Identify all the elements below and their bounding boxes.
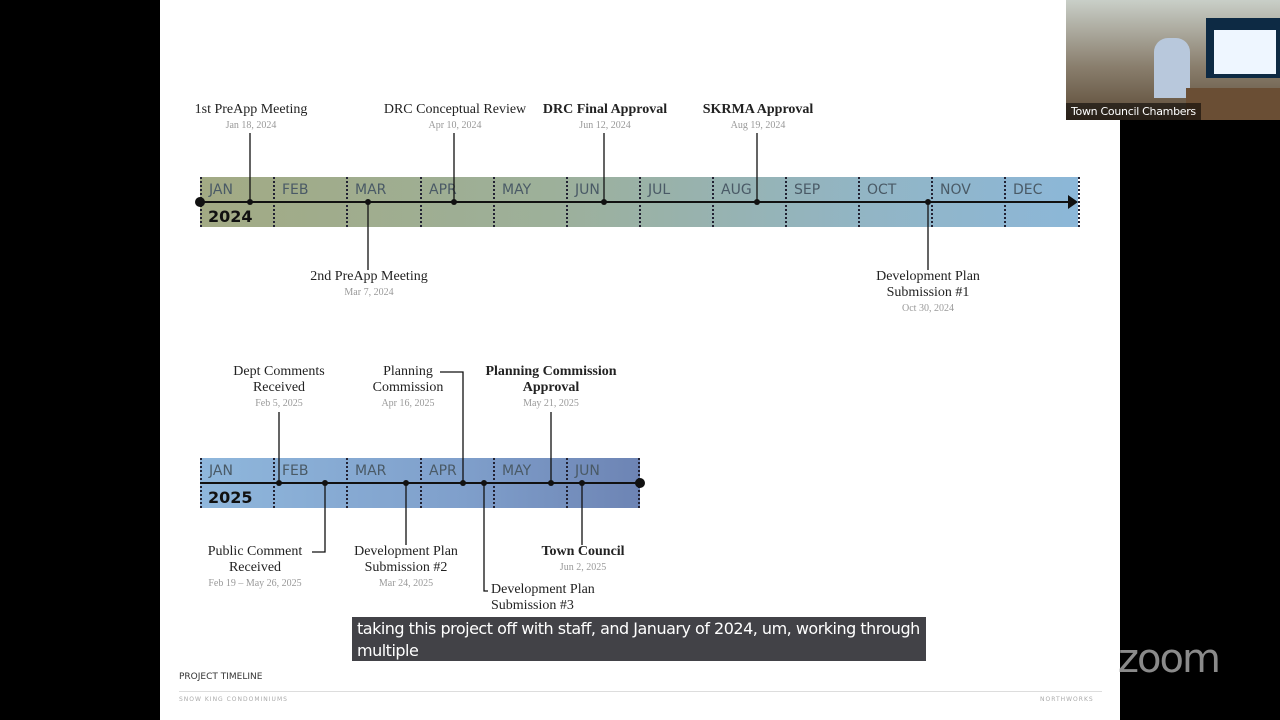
year-label: 2024: [208, 207, 253, 226]
video-thumbnail[interactable]: Town Council Chambers: [1066, 0, 1280, 120]
event-dot: [403, 480, 409, 486]
event-dot: [322, 480, 328, 486]
axis-end-dot: [635, 478, 645, 488]
footer-firm-name: NORTHWORKS: [1040, 696, 1094, 703]
slide-title: PROJECT TIMELINE: [179, 672, 263, 682]
event-dot: [579, 480, 585, 486]
connector: [483, 483, 488, 592]
connector: [440, 371, 464, 483]
connector: [312, 483, 326, 553]
speaker: [1154, 38, 1190, 98]
footer-divider: [179, 691, 1102, 692]
axis-arrow: [1068, 195, 1078, 209]
footer-project-name: SNOW KING CONDOMINIUMS: [179, 696, 288, 703]
presentation-slide: [160, 0, 1120, 720]
event-dot: [925, 199, 931, 205]
axis-start-dot: [195, 197, 205, 207]
event-dot: [247, 199, 253, 205]
podium: [1186, 88, 1280, 120]
event-dot: [601, 199, 607, 205]
zoom-logo: zoom: [1118, 636, 1221, 682]
year-label: 2025: [208, 488, 253, 507]
event-dot: [365, 199, 371, 205]
event-dot: [451, 199, 457, 205]
event-dot: [276, 480, 282, 486]
event-dot: [460, 480, 466, 486]
projector-screen: [1206, 18, 1280, 78]
event-dot: [754, 199, 760, 205]
video-participant-label: Town Council Chambers: [1066, 103, 1201, 120]
live-caption: taking this project off with staff, and …: [352, 617, 926, 661]
event-dot: [548, 480, 554, 486]
event-dot: [481, 480, 487, 486]
